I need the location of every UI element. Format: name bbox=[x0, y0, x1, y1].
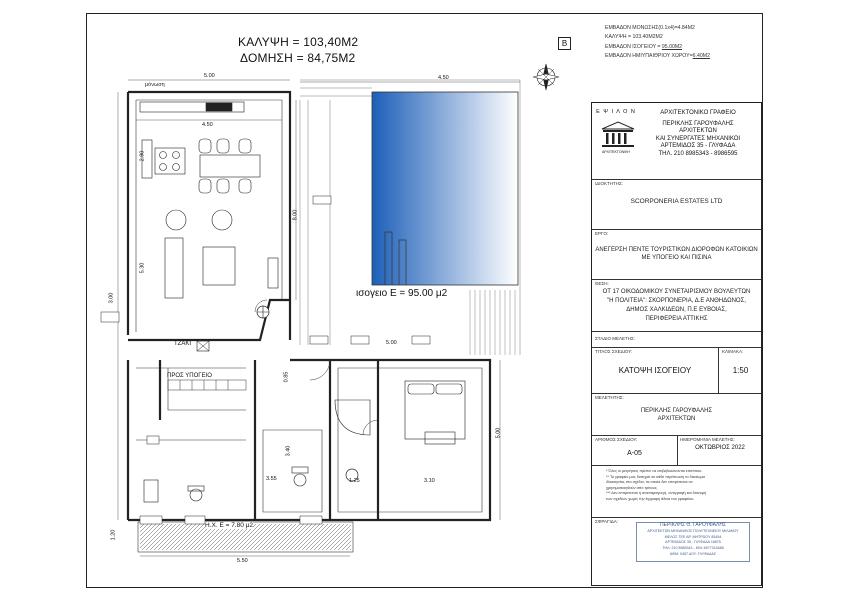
level-tags bbox=[100, 195, 431, 525]
stat-semi-open: ΕΜΒΑΔΟΝ ΗΜΙΥΠΑΙΘΡΙΟΥ ΧΩΡΟΥ=6.40Μ2 bbox=[605, 53, 710, 60]
location-row: ΘΕΣΗ: ΟΤ 17 ΟΙΚΟΔΟΜΙΚΟΥ ΣΥΝΕΤΑΙΡΙΣΜΟΥ ΒΟ… bbox=[592, 279, 761, 331]
stage-row: ΣΤΑΔΙΟ ΜΕΛΕΤΗΣ: bbox=[592, 331, 761, 347]
designer-row: ΜΕΛΕΤΗΤΗΣ: ΠΕΡΙΚΛΗΣ ΓΑΡΟΥΦΑΛΗΣ ΑΡΧΙΤΕΚΤΩ… bbox=[592, 393, 761, 435]
dim-bed-310: 3.10 bbox=[424, 478, 435, 484]
dim-top-500: 5.00 bbox=[204, 73, 215, 79]
dining-table bbox=[198, 138, 261, 194]
temple-logo-icon bbox=[601, 121, 635, 147]
dim-bath-125: 1.25 bbox=[349, 478, 360, 484]
signature-row: ΣΦΡΑΓΙΔΑ: ΠΕΡΙΚΛΗΣ Θ. ΓΑΡΟΥΦΑΛΗΣ ΑΡΧΙΤΕΚ… bbox=[592, 517, 761, 587]
drawing-number: Α-05 bbox=[627, 450, 642, 457]
doors bbox=[254, 299, 379, 436]
drawing-date: ΟΚΤΩΒΡΙΟΣ 2022 bbox=[695, 445, 745, 451]
terrace-label: Η.Χ. Ε = 7.80 μ2 bbox=[205, 522, 254, 529]
bathroom-fixtures bbox=[143, 399, 371, 503]
dim-left-300: 3.00 bbox=[108, 292, 115, 304]
office-logo-text: Ε Ψ Ι Λ Ο Ν bbox=[596, 109, 636, 115]
living-room bbox=[164, 209, 279, 299]
kitchen-counter bbox=[139, 101, 245, 179]
office-line3: ΚΑΙ ΣΥΝΕΡΓΑΤΕΣ ΜΗΧΑΝΙΚΟΙ bbox=[655, 135, 741, 142]
dim-kitchen-290: 2.90 bbox=[139, 150, 146, 162]
dim-bottom-550: 5.50 bbox=[237, 558, 248, 564]
fireplace bbox=[196, 340, 210, 352]
dim-pool-450: 4.50 bbox=[438, 75, 449, 81]
dim-left-120: 1.20 bbox=[110, 529, 117, 541]
office-line2: ΑΡΧΙΤΕΚΤΩΝ bbox=[679, 128, 717, 135]
level-marker bbox=[345, 468, 359, 482]
owner-row: ΙΔΙΟΚΤΗΤΗΣ: SCORPONERIA ESTATES LTD bbox=[592, 179, 761, 229]
north-mark-box: B bbox=[558, 37, 571, 50]
dim-bath-340: 3.40 bbox=[285, 445, 292, 457]
bedroom-furniture bbox=[404, 380, 466, 445]
office-logo-sub: ΑΡΧΙΤΕΚΤΟΝΙΚΗ bbox=[602, 150, 630, 154]
drawing-title: ΚΑΤΟΨΗ ΙΣΟΓΕΙΟΥ bbox=[618, 366, 692, 375]
architect-stamp: ΠΕΡΙΚΛΗΣ Θ. ΓΑΡΟΥΦΑΛΗΣ ΑΡΧΙΤΕΚΤΩΝ ΜΗΧΑΝΙ… bbox=[636, 522, 750, 562]
office-line5: ΤΗΛ. 210 8985343 - 8986595 bbox=[658, 150, 738, 157]
drawing-sheet-border bbox=[86, 13, 763, 588]
deck bbox=[299, 79, 521, 355]
dim-bath-355: 3.55 bbox=[266, 476, 277, 482]
drawing-title-row: ΤΙΤΛΟΣ ΣΧΕΔΙΟΥ: ΚΑΤΟΨΗ ΙΣΟΓΕΙΟΥ ΚΛΙΜΑΚΑ:… bbox=[592, 347, 761, 394]
insulation-label: μόνωση bbox=[145, 82, 165, 88]
stairs-label: ΠΡΟΣ ΥΠΟΓΕΙΟ bbox=[167, 373, 212, 379]
dim-living-530: 5.30 bbox=[139, 262, 146, 274]
fireplace-label: ΤΖΑΚΙ bbox=[174, 341, 192, 347]
project-row: ΕΡΓΟ: ΑΝΕΓΕΡΣΗ ΠΕΝΤΕ ΤΟΥΡΙΣΤΙΚΩΝ ΔΙΟΡΟΦΩ… bbox=[592, 229, 761, 279]
stat-coverage: ΚΑΛΥΨΗ = 103.40Μ2Μ2 bbox=[605, 34, 663, 41]
dim-mid-500: 5.00 bbox=[386, 340, 397, 346]
coverage-label: ΚΑΛΥΨΗ = 103,40Μ2 bbox=[238, 35, 359, 49]
pool-steps bbox=[384, 231, 407, 285]
stairs bbox=[167, 379, 247, 391]
stat-insulation: ΕΜΒΑΔΟΝ ΜΟΝΩΣΗΣ(0.1x4)=4.84Μ2 bbox=[605, 25, 695, 31]
dim-kitchen-450: 4.50 bbox=[202, 122, 213, 128]
deck-step-hatch bbox=[469, 290, 516, 355]
stat-groundfloor: ΕΜΒΑΔΟΝ ΙΣΟΓΕΙΟΥ = 95.00Μ2 bbox=[605, 43, 683, 50]
number-date-row: ΑΡΙΘΜΟΣ ΣΧΕΔΙΟΥ: Α-05 ΗΜΕΡΟΜΗΝΙΑ ΜΕΛΕΤΗΣ… bbox=[592, 435, 761, 466]
dimension-lines bbox=[117, 79, 520, 557]
office-name: ΑΡΧΙΤΕΚΤΟΝΙΚΟ ΓΡΑΦΕΙΟ bbox=[660, 110, 736, 116]
scale-value: 1:50 bbox=[732, 366, 749, 375]
dim-bed-500: 5.00 bbox=[495, 427, 502, 439]
building-label: ΔΟΜΗΣΗ = 84,75Μ2 bbox=[240, 51, 356, 65]
dim-hall-085: 0.85 bbox=[283, 371, 290, 383]
notes-row: * Όλες οι μετρήσεις πρέπει να επιβεβαιών… bbox=[592, 465, 761, 517]
compass-icon bbox=[532, 63, 560, 91]
title-block: Ε Ψ Ι Λ Ο Ν ΑΡΧΙΤΕΚΤΟΝΙΚΗ ΑΡΧΙΤΕΚΤΟΝΙΚΟ … bbox=[591, 102, 762, 586]
area-stats: ΕΜΒΑΔΟΝ ΜΟΝΩΣΗΣ(0.1x4)=4.84Μ2 ΚΑΛΥΨΗ = 1… bbox=[605, 24, 710, 62]
dim-pool-800: 8.00 bbox=[292, 209, 299, 221]
office-line1: ΠΕΡΙΚΛΗΣ ΓΑΡΟΥΦΑΛΗΣ bbox=[662, 120, 734, 127]
owner-value: SCORPONERIA ESTATES LTD bbox=[630, 198, 723, 205]
office-line4: ΑΡΤΕΜΙΔΟΣ 35 - ΓΛΥΦΑΔΑ bbox=[660, 143, 736, 150]
floor-area-label: ισογειο Ε = 95.00 μ2 bbox=[356, 288, 448, 299]
pool bbox=[371, 91, 519, 286]
office-info: ΑΡΧΙΤΕΚΤΟΝΙΚΟ ΓΡΑΦΕΙΟ ΠΕΡΙΚΛΗΣ ΓΑΡΟΥΦΑΛΗ… bbox=[638, 110, 758, 159]
